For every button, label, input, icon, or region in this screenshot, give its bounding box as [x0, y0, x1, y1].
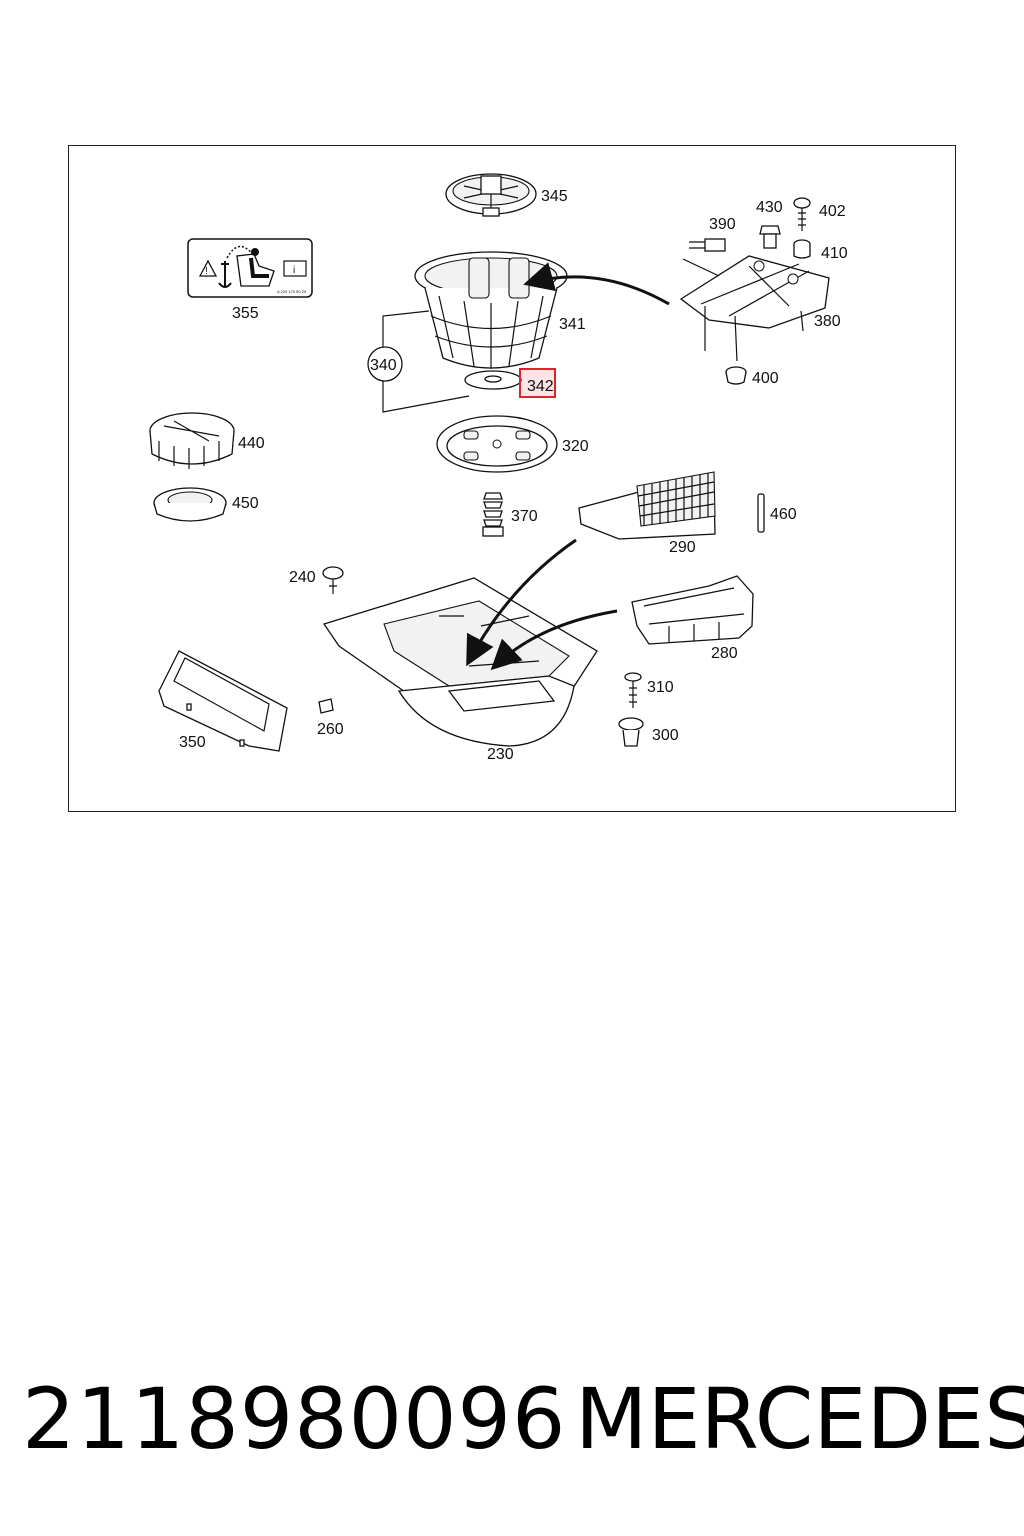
label-310[interactable]: 310 — [647, 679, 674, 696]
part-290-tray[interactable] — [578, 471, 716, 540]
label-460[interactable]: 460 — [770, 506, 797, 523]
label-320[interactable]: 320 — [562, 438, 589, 455]
label-341[interactable]: 341 — [559, 316, 586, 333]
part-320-cover-disc[interactable] — [436, 415, 558, 473]
part-350-cover-panel[interactable] — [158, 650, 288, 752]
part-380-holder-plate[interactable] — [679, 255, 830, 362]
label-290[interactable]: 290 — [669, 539, 696, 556]
part-230-trunk-tub[interactable] — [322, 577, 598, 747]
label-430[interactable]: 430 — [756, 199, 783, 216]
part-342-washer[interactable] — [464, 370, 522, 390]
highlight-box-342 — [519, 368, 556, 398]
arrow-380-to-341 — [523, 262, 670, 306]
label-390[interactable]: 390 — [709, 216, 736, 233]
part-260-clip[interactable] — [318, 698, 334, 714]
svg-text:!: ! — [205, 266, 208, 277]
label-370[interactable]: 370 — [511, 508, 538, 525]
label-240[interactable]: 240 — [289, 569, 316, 586]
part-390-bolt[interactable] — [682, 238, 726, 277]
label-450[interactable]: 450 — [232, 495, 259, 512]
parts-diagram: 345 ! i A 229 170 50 20 355 341 340 342 — [68, 145, 956, 812]
label-230[interactable]: 230 — [487, 746, 514, 763]
part-300-expanding-nut[interactable] — [618, 717, 644, 747]
arrow-280-to-230 — [490, 609, 618, 671]
part-400-cap[interactable] — [725, 366, 747, 385]
part-341-spare-wheel-basket[interactable] — [414, 251, 568, 369]
part-310-screw[interactable] — [624, 672, 642, 708]
part-402-screw[interactable] — [793, 197, 811, 231]
exploded-view: 345 ! i A 229 170 50 20 355 341 340 342 — [149, 173, 848, 763]
part-240-clip[interactable] — [322, 566, 344, 594]
part-340-assembly-bracket[interactable] — [367, 310, 470, 413]
part-370-screw[interactable] — [482, 492, 504, 537]
label-280[interactable]: 280 — [711, 645, 738, 662]
part-280-storage-box[interactable] — [631, 575, 754, 645]
label-410[interactable]: 410 — [821, 245, 848, 262]
label-400[interactable]: 400 — [752, 370, 779, 387]
label-342[interactable]: 342 — [527, 378, 554, 395]
label-355[interactable]: 355 — [232, 305, 259, 322]
part-345-cover[interactable] — [445, 173, 537, 217]
part-410-cap[interactable] — [793, 239, 811, 259]
label-402[interactable]: 402 — [819, 203, 846, 220]
label-300[interactable]: 300 — [652, 727, 679, 744]
brand-name: MERCEDES — [575, 1370, 1024, 1468]
svg-text:i: i — [293, 265, 295, 276]
label-345[interactable]: 345 — [541, 188, 568, 205]
arrow-290-to-230 — [466, 538, 577, 667]
label-340[interactable]: 340 — [370, 357, 397, 374]
part-355-warning-sticker[interactable]: ! i A 229 170 50 20 — [187, 238, 313, 298]
sticker-code: A 229 170 50 20 — [277, 289, 307, 294]
footer: 2118980096 MERCEDES — [0, 1370, 1024, 1470]
part-440-foam-block[interactable] — [149, 412, 235, 469]
part-430-nut[interactable] — [759, 225, 781, 249]
part-number: 2118980096 — [22, 1370, 567, 1468]
part-450-spacer-ring[interactable] — [153, 487, 227, 522]
label-350[interactable]: 350 — [179, 734, 206, 751]
part-460-pin[interactable] — [757, 493, 765, 533]
label-260[interactable]: 260 — [317, 721, 344, 738]
label-440[interactable]: 440 — [238, 435, 265, 452]
label-380[interactable]: 380 — [814, 313, 841, 330]
